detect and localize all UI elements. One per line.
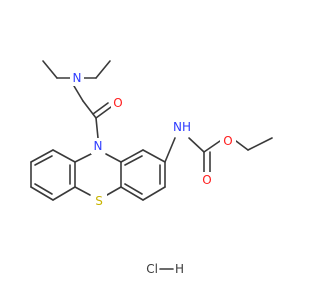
label-bg-nh: [172, 120, 196, 136]
atom-s-ring: S: [95, 194, 103, 208]
atom-labels: N O N NH O O S Cl H: [70, 70, 236, 276]
bond-lb-4: [30, 186, 54, 201]
atom-o-acyl: O: [113, 96, 122, 110]
bond-rb-2: [142, 149, 166, 163]
atom-h: H: [175, 262, 184, 276]
bond-lb-1: [52, 149, 76, 163]
bond-ch2-co: [82, 100, 97, 119]
bond-n-right: [105, 153, 122, 163]
molecule-drawing: N O N NH O O S Cl H: [30, 60, 273, 276]
bond-rb-5d: [124, 183, 143, 195]
bond-ethyl1-c1: [42, 60, 58, 79]
bond-ethyl2-c1: [95, 60, 111, 79]
bond-rb-1: [120, 149, 144, 163]
bond-rb-5: [120, 186, 144, 201]
bond-n-left: [74, 153, 92, 163]
bond-lb-2d: [34, 155, 53, 166]
atom-n-amine: N: [73, 71, 82, 85]
bond-co-o-1: [95, 106, 112, 119]
atom-cl: Cl: [146, 262, 158, 276]
bond-ring-nh: [164, 137, 176, 163]
bond-c-o-ester: [203, 140, 221, 153]
atom-o-carbonyl: O: [202, 173, 211, 187]
bond-o-ch2: [235, 140, 249, 151]
bond-lines: [30, 60, 273, 270]
bond-rb-4: [142, 186, 166, 201]
atom-o-ester: O: [223, 134, 232, 148]
label-bg-oacyl: [111, 96, 125, 112]
atom-nh-carbamate: NH: [173, 120, 191, 134]
bond-co-nring: [95, 117, 99, 139]
bond-co-o-2: [92, 102, 109, 115]
bond-ch2-ch3: [247, 137, 273, 151]
bond-lb-2: [30, 149, 54, 163]
bond-s-right: [106, 186, 122, 196]
bond-nh-c: [188, 137, 205, 153]
bond-lb-5: [52, 186, 76, 201]
bond-lb-4d: [34, 183, 53, 195]
label-bg-amine: [70, 70, 84, 86]
label-bg-ocarbonyl: [199, 172, 215, 188]
label-bg-s: [91, 193, 107, 209]
structure-canvas: N O N NH O O S Cl H: [30, 60, 273, 276]
label-bg-oester: [220, 133, 236, 149]
bond-s-left: [74, 186, 91, 196]
bond-rb-1d: [124, 155, 143, 166]
label-bg-nring: [91, 138, 105, 154]
bond-n-ch2: [73, 85, 84, 102]
atom-n-ring: N: [94, 139, 103, 153]
